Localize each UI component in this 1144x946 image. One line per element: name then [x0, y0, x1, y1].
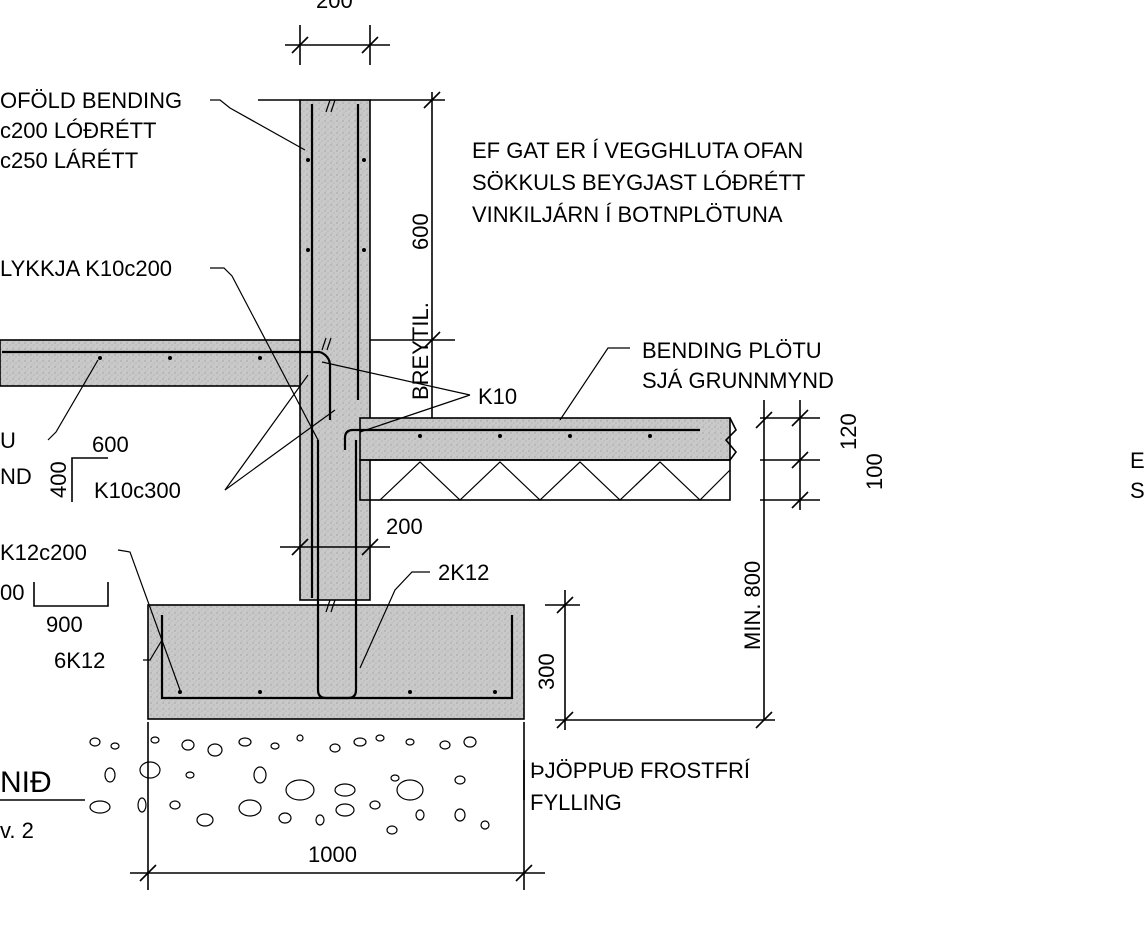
note-line-3: VINKILJÁRN Í BOTNPLÖTUNA: [472, 202, 783, 227]
bar-marks: [321, 99, 336, 613]
2k12-label: 2K12: [438, 560, 489, 585]
note-line-1: EF GAT ER Í VEGGHLUTA OFAN: [472, 138, 803, 163]
left-cut-00: 00: [0, 580, 24, 605]
breytil-label: BREYTIL.: [408, 302, 433, 400]
slab-rebar-line-2: SJÁ GRUNNMYND: [642, 368, 834, 393]
fill-line-1: ÞJÖPPUÐ FROSTFRÍ: [530, 758, 751, 783]
k10c300-label: K10c300: [94, 478, 181, 503]
dim-top-200: 200: [316, 0, 353, 13]
brackets-label: LYKKJA K10c200: [0, 256, 172, 281]
dim-600: 600: [92, 432, 129, 457]
insulation: [359, 459, 731, 501]
horizontal-rebar-label: c250 LÁRÉTT: [0, 148, 138, 173]
dim-120: 120: [836, 413, 861, 450]
slab-rebar-line-1: BENDING PLÖTU: [642, 338, 822, 363]
dim-300: 300: [534, 653, 559, 690]
k10-label: K10: [478, 384, 517, 409]
break-symbol: [724, 417, 738, 461]
left-slab: [0, 339, 301, 387]
dim-400: 400: [46, 461, 71, 498]
note-line-2: SÖKKULS BEYGJAST LÓÐRÉTT: [472, 170, 805, 195]
labels: 200 OFÖLD BENDING c200 LÓÐRÉTT c250 LÁRÉ…: [0, 0, 1144, 867]
dim-1000: 1000: [308, 842, 357, 867]
wall: [299, 99, 371, 601]
dim-600-vertical: 600: [408, 213, 433, 250]
6k12-label: 6K12: [54, 648, 105, 673]
vertical-rebar-label: c200 LÓÐRÉTT: [0, 118, 157, 143]
footing: [147, 604, 525, 720]
fill-line-2: FYLLING: [530, 790, 622, 815]
dim-100: 100: [862, 453, 887, 490]
leader-lines: [47, 99, 630, 691]
dimension-lines: [0, 25, 820, 890]
section-title: NIÐ: [0, 766, 52, 799]
right-slab: [359, 417, 731, 461]
right-edge-1: E: [1130, 448, 1144, 473]
dim-200-lower: 200: [386, 514, 423, 539]
dim-900: 900: [46, 612, 83, 637]
gravel-fill: [89, 734, 490, 835]
k12c200-label: K12c200: [0, 540, 87, 565]
left-cut-1: U: [0, 428, 16, 453]
rebars: [2, 104, 700, 700]
right-edge-2: S: [1130, 478, 1144, 503]
min-800-label: MIN. 800: [740, 561, 765, 650]
left-cut-2: ND: [0, 464, 32, 489]
double-rebar-label: OFÖLD BENDING: [0, 88, 182, 113]
section-subtitle: v. 2: [0, 818, 34, 843]
